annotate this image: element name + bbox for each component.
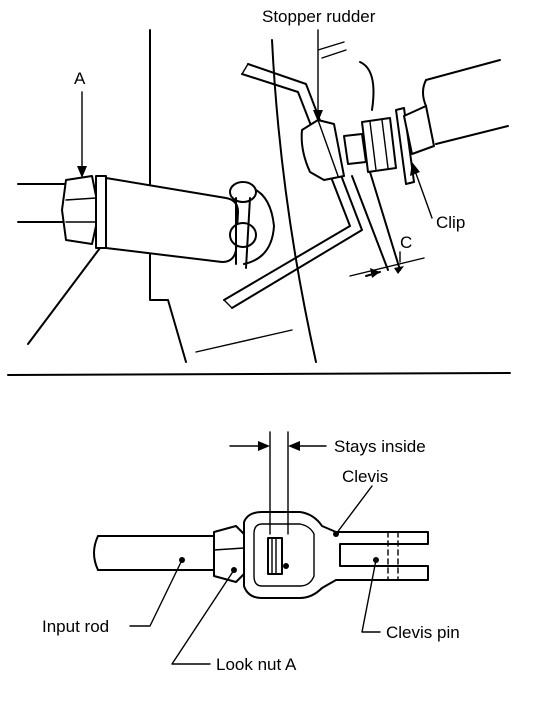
input-rod <box>93 535 215 571</box>
label-clevis: Clevis <box>342 467 388 486</box>
label-a: A <box>74 69 86 88</box>
input-rod-top <box>17 183 67 223</box>
leader-clip <box>413 167 433 219</box>
label-stays-inside: Stays inside <box>334 437 426 456</box>
section-divider <box>7 372 511 376</box>
pedal-bracket <box>149 29 317 363</box>
label-clip: Clip <box>436 213 465 232</box>
arrow-clip <box>410 162 420 176</box>
leaders-bottom <box>129 485 381 665</box>
clevis-top <box>105 177 239 263</box>
label-stopper-rudder: Stopper rudder <box>262 7 376 26</box>
clevis <box>243 511 429 599</box>
top-illustration: A Stopper rudder Clip C <box>17 7 509 363</box>
label-lock-nut-a: Look nut A <box>216 655 297 674</box>
dimension-c <box>349 257 425 278</box>
panel-edge <box>317 41 401 271</box>
lock-nut-a <box>213 525 245 583</box>
brake-rod-lower <box>27 247 101 345</box>
label-input-rod: Input rod <box>42 617 109 636</box>
bottom-illustration: Stays inside Clevis Input rod Clevis pin… <box>42 431 460 674</box>
label-clevis-pin: Clevis pin <box>386 623 460 642</box>
cotter-pin <box>229 181 257 269</box>
stop-lamp-switch <box>343 59 509 185</box>
dimension-stays-inside <box>229 431 327 535</box>
arrow-stopper <box>313 110 323 122</box>
washer-top <box>95 175 107 249</box>
stopper-rubber <box>300 119 345 181</box>
lock-nut-a-top <box>61 175 97 245</box>
label-c: C <box>400 233 412 252</box>
arrow-a <box>77 166 87 178</box>
